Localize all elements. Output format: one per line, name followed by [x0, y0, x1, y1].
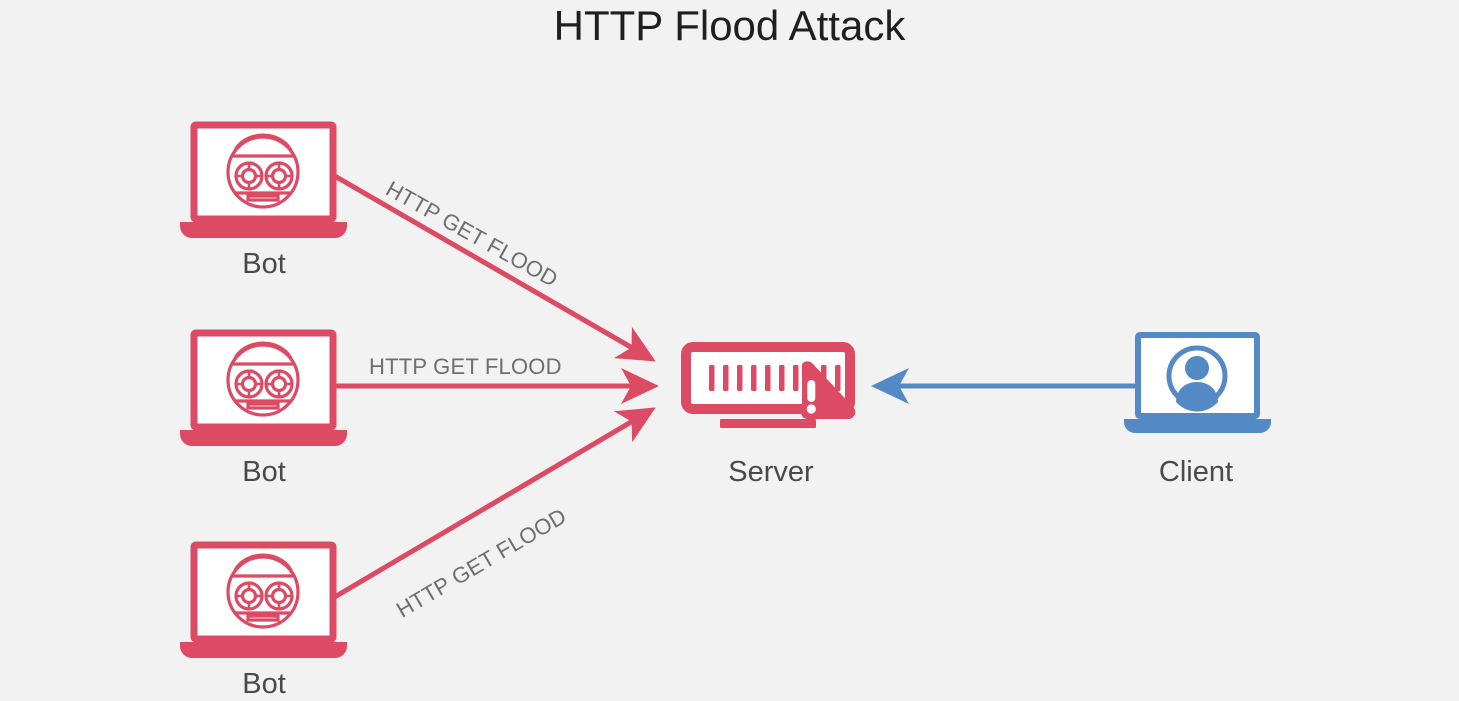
laptop-screen-frame — [190, 541, 337, 643]
laptop-screen-frame — [190, 329, 337, 431]
edge-bot-top-server — [331, 172, 656, 362]
laptop-base — [180, 642, 347, 658]
warning-triangle-icon — [800, 361, 856, 419]
edge-bot-bottom-server — [331, 407, 656, 601]
node-label-client: Client — [1158, 456, 1234, 488]
node-label-bot-bottom: Bot — [242, 668, 286, 700]
laptop-base — [1124, 419, 1271, 433]
bot-face-icon — [226, 553, 300, 629]
laptop-screen-frame — [190, 121, 337, 223]
page-title: HTTP Flood Attack — [553, 2, 906, 49]
edge-label-bot-middle: HTTP GET FLOOD — [369, 354, 562, 379]
bot-face-icon — [226, 341, 300, 417]
bot-face-icon — [226, 133, 300, 209]
laptop-base — [180, 430, 347, 446]
node-label-server: Server — [728, 456, 814, 488]
user-avatar-icon — [1166, 345, 1228, 412]
server-base-bar — [720, 419, 816, 428]
node-label-bot-top: Bot — [242, 248, 286, 280]
laptop-base — [180, 222, 347, 238]
node-label-bot-middle: Bot — [242, 456, 286, 488]
